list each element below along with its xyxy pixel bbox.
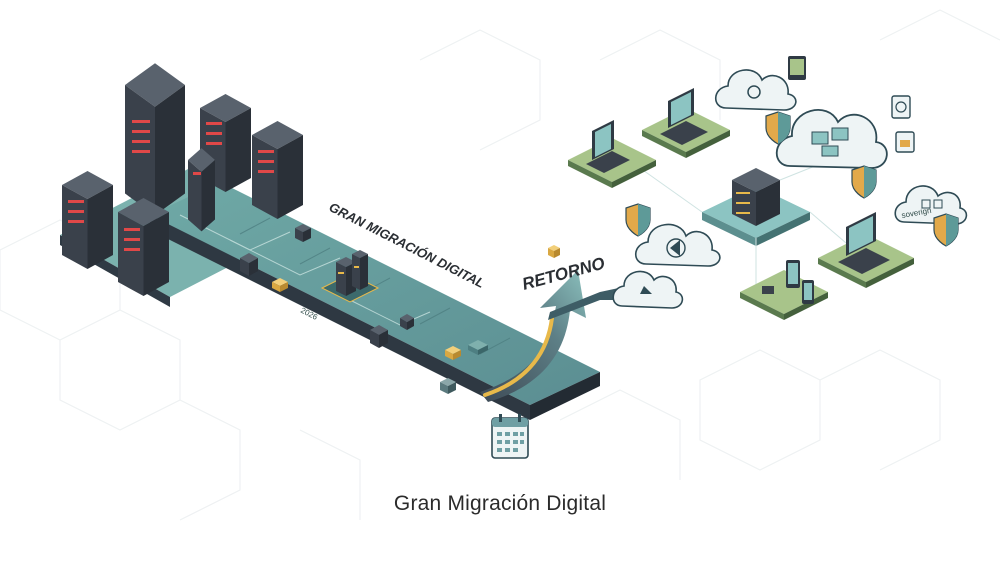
cloud-icon (612, 270, 684, 309)
shield-icon (851, 165, 877, 199)
return-cube (548, 245, 560, 258)
shield-icon (765, 111, 791, 145)
server-rack-icon (118, 198, 169, 296)
server-rack-icon (62, 171, 113, 269)
processor-tower (320, 250, 380, 303)
server-rack-icon (200, 94, 251, 192)
background-hex-pattern (0, 9, 1000, 521)
server-rack-icon (252, 121, 303, 219)
tablet-icon (788, 56, 806, 80)
smartphone-icon (740, 260, 828, 320)
calendar-icon (491, 414, 529, 459)
laptop-icon (818, 212, 914, 288)
diagram-caption: Gran Migración Digital (393, 492, 607, 515)
info-icon (891, 95, 911, 119)
server-rack-icon (125, 63, 185, 216)
cloud-icon (634, 223, 721, 267)
laptop-icon (642, 88, 730, 158)
laptop-icon (568, 120, 656, 188)
server-rack-icon (188, 148, 215, 232)
cloud-icon (775, 109, 888, 169)
shield-icon (625, 203, 651, 237)
cloud-icon (714, 69, 797, 111)
server-hub (639, 159, 861, 290)
folder-icon (895, 131, 915, 153)
road-blocks (240, 224, 488, 394)
shield-icon (933, 213, 959, 247)
